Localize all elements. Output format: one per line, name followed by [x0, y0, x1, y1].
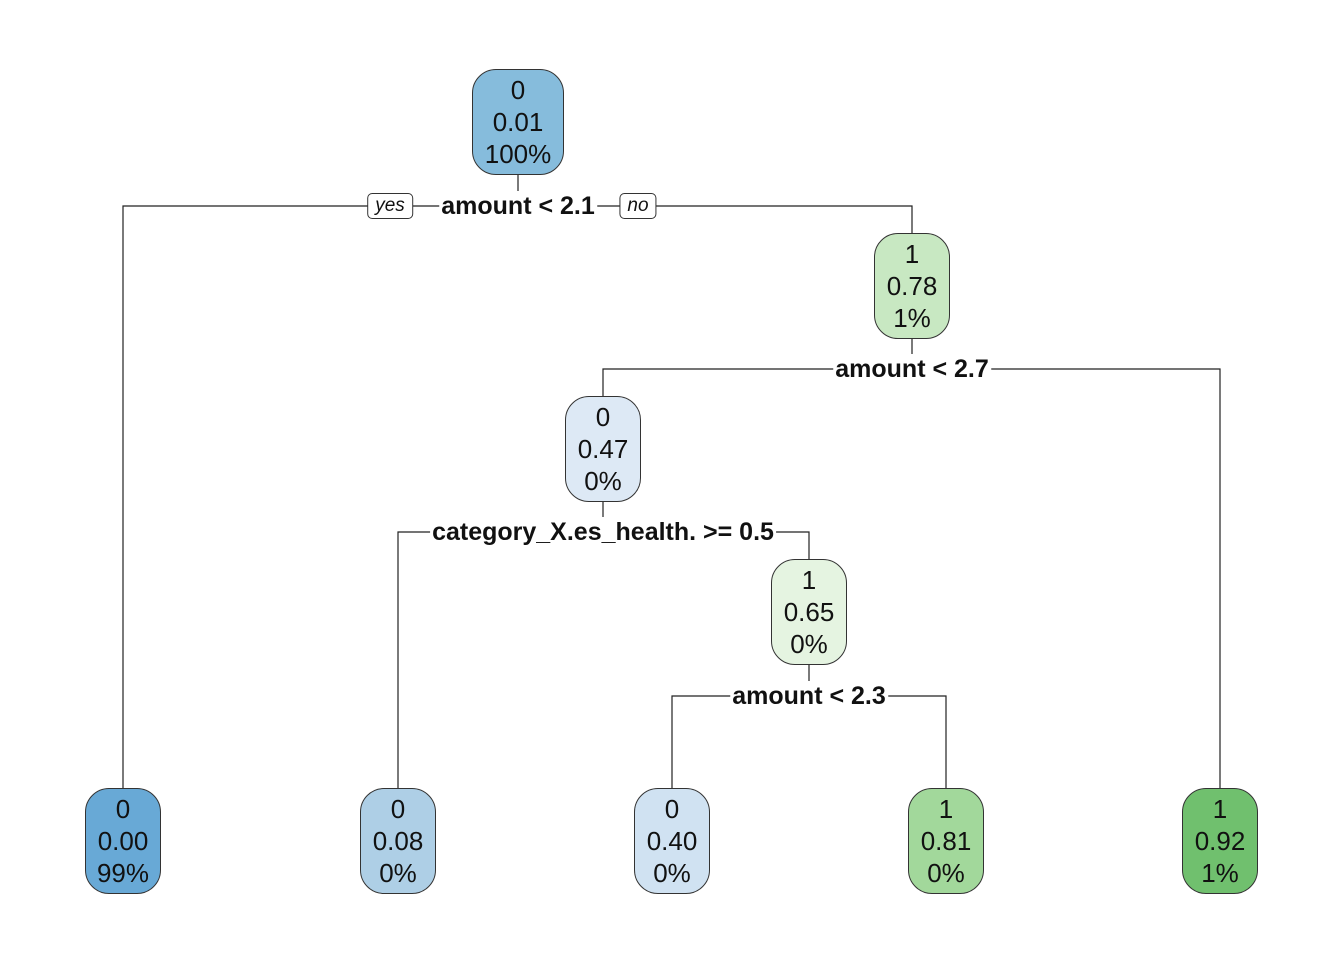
node-pct: 0%: [790, 629, 828, 659]
branch-no-label: no: [619, 193, 657, 219]
node-pct: 0%: [653, 858, 691, 888]
node-pct: 100%: [484, 139, 552, 169]
split-label-s1: amount < 2.1: [439, 191, 597, 221]
node-prob: 0.78: [886, 271, 938, 301]
node-class: 1: [938, 794, 954, 824]
split-label-s13: amount < 2.3: [730, 681, 888, 711]
split-label-s3: amount < 2.7: [833, 354, 991, 384]
node-class: 0: [595, 402, 611, 432]
node-prob: 0.08: [372, 826, 424, 856]
node-class: 0: [115, 794, 131, 824]
node-prob: 0.40: [646, 826, 698, 856]
node-pct: 1%: [1201, 858, 1239, 888]
split-label-s6: category_X.es_health. >= 0.5: [430, 517, 776, 547]
branch-edge-s6: [397, 531, 810, 788]
node-class: 1: [1212, 794, 1228, 824]
node-class: 0: [510, 75, 526, 105]
node-prob: 0.47: [577, 434, 629, 464]
node-pct: 0%: [379, 858, 417, 888]
node-pct: 0%: [927, 858, 965, 888]
node-prob: 0.00: [97, 826, 149, 856]
node-pct: 1%: [893, 303, 931, 333]
node-pct: 0%: [584, 466, 622, 496]
node-prob: 0.65: [783, 597, 835, 627]
node-prob: 0.81: [920, 826, 972, 856]
node-class: 1: [801, 565, 817, 595]
node-prob: 0.01: [492, 107, 544, 137]
node-class: 0: [390, 794, 406, 824]
node-class: 1: [904, 239, 920, 269]
node-pct: 99%: [96, 858, 150, 888]
branch-edge-s3: [602, 368, 1221, 788]
node-prob: 0.92: [1194, 826, 1246, 856]
branch-yes-label: yes: [367, 193, 413, 219]
node-class: 0: [664, 794, 680, 824]
